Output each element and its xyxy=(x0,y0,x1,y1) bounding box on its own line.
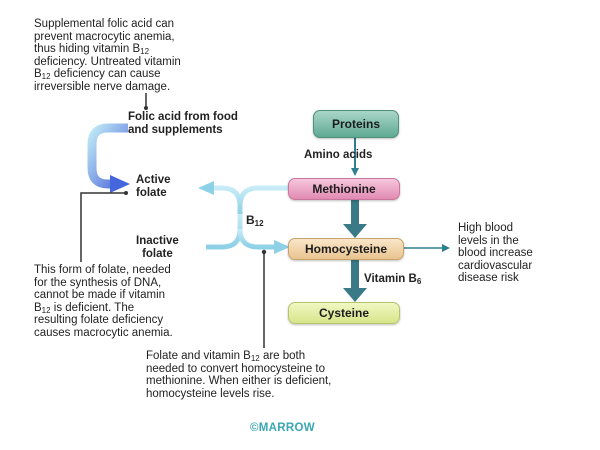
vitamin-b6-text: Vitamin B xyxy=(364,273,417,285)
bottom-note-line: Folate and vitamin B12 are both xyxy=(146,350,331,363)
top-note-line: prevent macrocytic anemia, xyxy=(34,30,175,43)
top-note-text: B xyxy=(34,68,42,81)
b12-bracket-lower xyxy=(206,214,243,250)
left-note-text: is deficient. The xyxy=(50,301,135,314)
folic-acid-label-line: Folic acid from food xyxy=(128,111,238,123)
left-note-callout-dot xyxy=(124,191,128,195)
subscript: 12 xyxy=(254,219,264,228)
subscript: 12 xyxy=(250,354,260,363)
vitamin-b6-label: Vitamin B6 xyxy=(364,273,421,286)
active-folate-arrowhead xyxy=(198,181,214,195)
top-note-line: irreversible nerve damage. xyxy=(34,80,171,93)
right-note-line: disease risk xyxy=(458,272,519,285)
active-folate-line: folate xyxy=(136,186,167,199)
inactive-folate-label: Inactive folate xyxy=(136,235,179,260)
b12-upper-arc xyxy=(212,185,243,214)
homocysteine-to-cysteine-shaft xyxy=(351,259,359,289)
subscript: 12 xyxy=(140,47,150,57)
left-note-line: resulting folate deficiency xyxy=(34,314,164,327)
top-note-line: B12 deficiency can cause xyxy=(34,68,181,81)
folic-acid-arrow xyxy=(87,123,128,189)
top-note-line: thus hiding vitamin B12 xyxy=(34,43,181,56)
left-note: This form of folate, needed for the synt… xyxy=(34,264,173,340)
active-folate-label: Active folate xyxy=(136,174,171,199)
subscript: 12 xyxy=(41,72,51,82)
right-note-line: blood increase xyxy=(458,247,533,260)
bottom-note: Folate and vitamin B12 are both needed t… xyxy=(146,350,331,400)
node-homocysteine: Homocysteine xyxy=(288,238,404,260)
top-note-text: deficiency can cause xyxy=(50,68,161,81)
node-proteins: Proteins xyxy=(313,110,399,138)
marrow-watermark: ©MARROW xyxy=(250,422,315,434)
methionine-to-homocysteine-shaft xyxy=(351,199,359,225)
right-note: High blood levels in the blood increase … xyxy=(458,222,533,285)
b12-bracket-upper xyxy=(237,185,288,214)
subscript: 12 xyxy=(41,305,51,315)
bottom-note-callout-dot xyxy=(261,249,267,255)
b12-lower-arc-to-homocysteine xyxy=(237,228,276,250)
top-note-line: Supplemental folic acid can xyxy=(34,18,174,30)
folic-acid-arrowhead xyxy=(110,175,130,193)
amino-acids-label: Amino acids xyxy=(304,149,373,161)
homocysteine-b12-arrowhead xyxy=(274,240,290,254)
right-note-line: High blood xyxy=(458,222,513,234)
active-folate-line: Active xyxy=(136,174,171,186)
top-note: Supplemental folic acid can prevent macr… xyxy=(34,18,181,94)
top-note-line: deficiency. Untreated vitamin xyxy=(34,55,181,68)
homocysteine-to-cysteine-head xyxy=(343,288,367,302)
b12-text: B xyxy=(246,213,255,227)
left-note-line: for the synthesis of DNA, xyxy=(34,276,162,289)
left-note-line: B12 is deficient. The xyxy=(34,302,173,315)
top-note-callout-dot xyxy=(144,106,148,110)
bottom-note-text: Folate and vitamin B xyxy=(146,350,251,362)
left-note-text: B xyxy=(34,301,42,314)
node-cysteine: Cysteine xyxy=(288,302,400,324)
methionine-to-homocysteine-head xyxy=(343,224,367,238)
left-note-callout-line xyxy=(80,192,126,262)
inactive-folate-line: Inactive xyxy=(136,235,179,247)
bottom-note-line: methionine. When either is deficient, xyxy=(146,375,332,388)
subscript: 6 xyxy=(416,277,422,286)
b12-label: B12 xyxy=(246,213,264,228)
left-note-line: This form of folate, needed xyxy=(34,264,171,276)
right-note-line: levels in the xyxy=(458,234,519,247)
node-methionine: Methionine xyxy=(288,178,400,200)
left-note-line: causes macrocytic anemia. xyxy=(34,326,173,339)
bottom-note-line: homocysteine levels rise. xyxy=(146,387,275,400)
folic-acid-label-line: and supplements xyxy=(128,123,223,136)
inactive-folate-line: folate xyxy=(142,247,173,260)
right-note-line: cardiovascular xyxy=(458,259,533,272)
folic-acid-label: Folic acid from food and supplements xyxy=(128,111,238,136)
top-note-text: thus hiding vitamin B xyxy=(34,43,141,56)
bottom-note-text: are both xyxy=(259,350,306,362)
bottom-note-line: needed to convert homocysteine to xyxy=(146,362,326,375)
left-note-line: cannot be made if vitamin xyxy=(34,289,166,302)
